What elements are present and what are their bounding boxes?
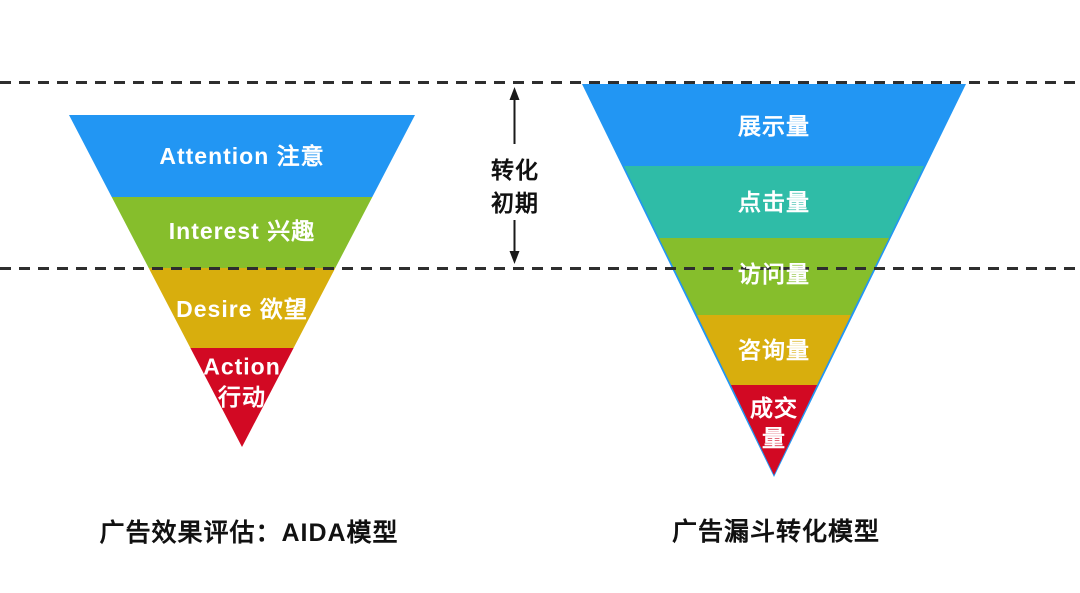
phase-range-arrow bbox=[509, 87, 520, 264]
left-funnel-layer-interest bbox=[111, 197, 373, 268]
arrow-up-head-icon bbox=[509, 87, 520, 100]
right-funnel-layer-inquiries bbox=[697, 315, 851, 385]
left-funnel-label-attention: Attention 注意 bbox=[159, 143, 325, 169]
left-funnel-layer-desire bbox=[148, 268, 336, 348]
left-funnel-layer-attention bbox=[69, 115, 415, 197]
phase-annotation-line2: 初期 bbox=[491, 190, 539, 216]
right-funnel-label-impressions: 展示量 bbox=[738, 113, 810, 139]
right-funnel-label-deals-line1: 成交 bbox=[750, 395, 798, 421]
right-funnel-label-visits: 访问量 bbox=[738, 261, 810, 287]
right-funnel-layer-deals bbox=[731, 385, 817, 475]
left-funnel-label-action-line1: Action bbox=[203, 353, 281, 380]
right-funnel-label-deals-line2: 量 bbox=[762, 425, 786, 451]
right-funnel-layer-visits bbox=[659, 238, 889, 315]
left-funnel-label-interest: Interest 兴趣 bbox=[168, 218, 316, 244]
right-funnel-label-inquiries: 咨询量 bbox=[738, 337, 810, 363]
left-funnel-layer-action bbox=[190, 348, 294, 447]
right-funnel-caption: 广告漏斗转化模型 bbox=[671, 518, 881, 546]
left-funnel bbox=[69, 115, 415, 447]
right-funnel bbox=[582, 84, 966, 477]
right-funnel-layer-clicks bbox=[624, 166, 924, 238]
dashed-guide-line-top bbox=[0, 81, 1080, 84]
dashed-guide-line-bottom bbox=[0, 267, 1080, 270]
arrow-down-head-icon bbox=[509, 251, 520, 264]
left-funnel-caption: 广告效果评估：AIDA模型 bbox=[99, 519, 399, 547]
left-funnel-label-desire: Desire 欲望 bbox=[176, 296, 308, 322]
phase-annotation-line1: 转化 bbox=[491, 157, 539, 183]
right-funnel-label-clicks: 点击量 bbox=[738, 189, 810, 215]
left-funnel-label-action-line2: 行动 bbox=[218, 384, 266, 410]
